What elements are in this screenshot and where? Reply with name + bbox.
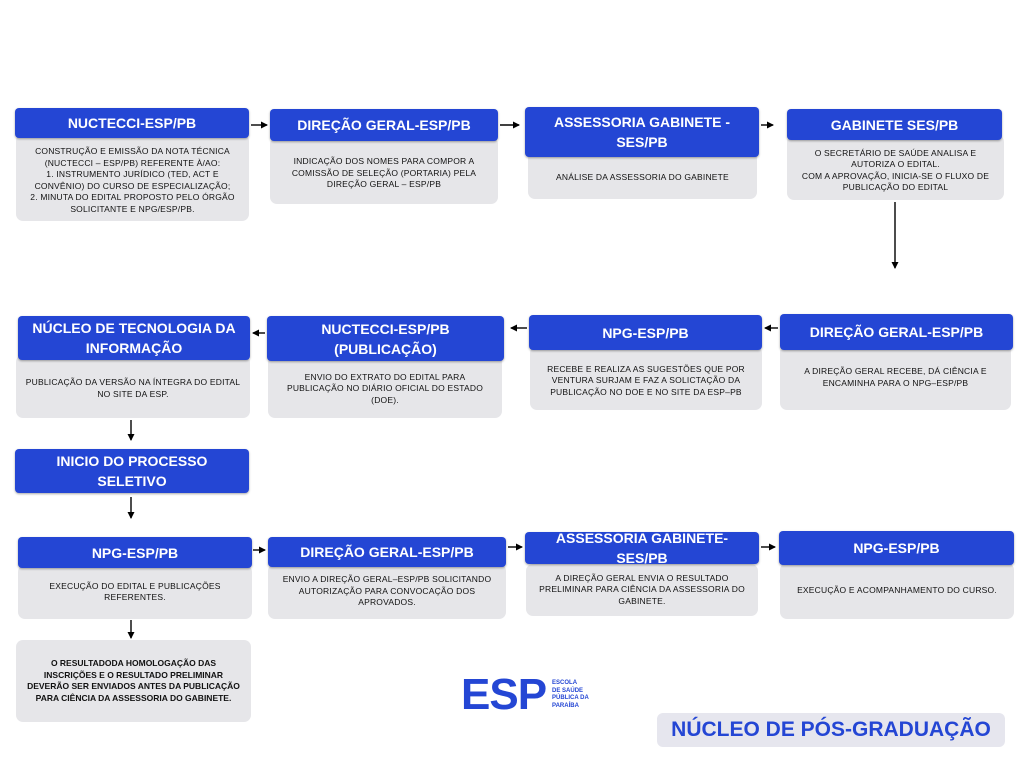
step-desc-nucleo-ti: PUBLICAÇÃO DA VERSÃO NA ÍNTEGRA DO EDITA… bbox=[16, 355, 250, 418]
step-title-assessoria-3: ASSESSORIA GABINETE-SES/PB bbox=[525, 530, 759, 566]
step-title-nucleo-ti: NÚCLEO DE TECNOLOGIA DA INFORMAÇÃO bbox=[18, 316, 250, 360]
step-title-npg-execucao: NPG-ESP/PB bbox=[18, 537, 252, 568]
step-desc-npg-execucao: EXECUÇÃO DO EDITAL E PUBLICAÇÕES REFEREN… bbox=[18, 565, 252, 619]
step-desc-npg-curso: EXECUÇÃO E ACOMPANHAMENTO DO CURSO. bbox=[780, 563, 1014, 619]
step-desc-nuctecci-publicacao: ENVIO DO EXTRATO DO EDITAL PARA PUBLICAÇ… bbox=[268, 356, 502, 418]
step-desc-gabinete-ses: O SECRETÁRIO DE SAÚDE ANALISA E AUTORIZA… bbox=[787, 135, 1004, 200]
esp-logo-mark: ESP bbox=[461, 670, 547, 719]
step-desc-direcao-geral: INDICAÇÃO DOS NOMES PARA COMPOR A COMISS… bbox=[270, 137, 498, 204]
step-desc-direcao-geral-2: A DIREÇÃO GERAL RECEBE, DÁ CIÊNCIA E ENC… bbox=[780, 345, 1011, 410]
footer-title: NÚCLEO DE PÓS-GRADUAÇÃO bbox=[657, 713, 1005, 747]
step-title-direcao-geral-2: DIREÇÃO GERAL-ESP/PB bbox=[780, 314, 1013, 350]
step-title-direcao-geral-3: DIREÇÃO GERAL-ESP/PB bbox=[268, 537, 506, 567]
step-desc-npg: RECEBE E REALIZA AS SUGESTÕES QUE POR VE… bbox=[530, 346, 762, 410]
step-desc-assessoria-gabinete: ANÁLISE DA ASSESSORIA DO GABINETE bbox=[528, 152, 757, 199]
start-process-label: INICIO DO PROCESSO SELETIVO bbox=[15, 449, 249, 493]
step-title-direcao-geral: DIREÇÃO GERAL-ESP/PB bbox=[270, 109, 498, 141]
step-title-nuctecci: NUCTECCI-ESP/PB bbox=[15, 108, 249, 138]
process-note: O RESULTADODA HOMOLOGAÇÃO DAS INSCRIÇÕES… bbox=[16, 640, 251, 722]
step-title-npg: NPG-ESP/PB bbox=[529, 315, 762, 350]
step-desc-nuctecci: CONSTRUÇÃO E EMISSÃO DA NOTA TÉCNICA (NU… bbox=[16, 134, 249, 221]
step-desc-assessoria-3: A DIREÇÃO GERAL ENVIA O RESULTADO PRELIM… bbox=[526, 564, 758, 616]
step-title-nuctecci-publicacao: NUCTECCI-ESP/PB (PUBLICAÇÃO) bbox=[267, 316, 504, 361]
esp-logo: ESP ESCOLA DE SAÚDE PÚBLICA DA PARAÍBA bbox=[461, 673, 589, 717]
step-title-npg-curso: NPG-ESP/PB bbox=[779, 531, 1014, 565]
esp-logo-text: ESCOLA DE SAÚDE PÚBLICA DA PARAÍBA bbox=[552, 680, 589, 709]
step-desc-direcao-geral-3: ENVIO A DIREÇÃO GERAL–ESP/PB SOLICITANDO… bbox=[268, 564, 506, 619]
step-title-assessoria-gabinete: ASSESSORIA GABINETE - SES/PB bbox=[525, 107, 759, 157]
step-title-gabinete-ses: GABINETE SES/PB bbox=[787, 109, 1002, 140]
